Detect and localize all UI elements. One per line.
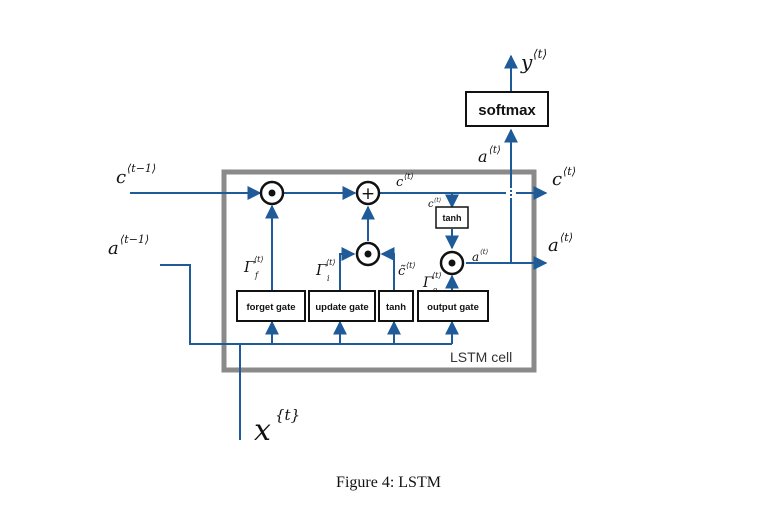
forget-gate-box: [236, 290, 306, 322]
svg-text:a: a: [478, 147, 488, 166]
c-to-tanh-label: c ⟨t⟩: [428, 197, 441, 210]
a-prev-label: a ⟨t−1⟩: [108, 233, 149, 259]
svg-text:Γ: Γ: [243, 258, 255, 276]
c-mid-label: c ⟨t⟩: [396, 172, 413, 190]
update-to-mult: [339, 247, 356, 291]
x-input-label: x {t}: [254, 406, 300, 448]
update-multiply-op: [355, 241, 381, 267]
svg-text:⟨t⟩: ⟨t⟩: [326, 258, 335, 267]
svg-text:f: f: [254, 271, 260, 280]
svg-text:c: c: [396, 175, 404, 190]
svg-text:x: x: [254, 413, 271, 448]
output-multiply-op: [439, 250, 465, 276]
y-out-label: y ⟨t⟩: [520, 47, 547, 74]
svg-text:a: a: [108, 238, 119, 259]
svg-text:⟨t⟩: ⟨t⟩: [563, 165, 576, 178]
figure-caption: Figure 4: LSTM: [336, 474, 441, 491]
lstm-cell-label: LSTM cell: [450, 349, 512, 365]
softmax-label: softmax: [478, 102, 536, 119]
tanh-candidate-label: tanh: [386, 302, 406, 313]
a-inside-label: a ⟨t⟩: [472, 248, 489, 264]
output-gate-label: output gate: [427, 302, 479, 313]
softmax-box: [465, 91, 549, 127]
gamma-o-label: Γ ⟨t⟩ o: [422, 271, 441, 294]
forget-gate-label: forget gate: [246, 302, 295, 313]
c-tilde-label: c̃ ⟨t⟩: [398, 261, 415, 279]
svg-text:⟨t⟩: ⟨t⟩: [404, 172, 413, 181]
svg-text:{t}: {t}: [275, 406, 300, 424]
tanh-candidate-box: [378, 290, 414, 322]
svg-text:⟨t⟩: ⟨t⟩: [434, 197, 441, 204]
svg-text:c̃: c̃: [398, 264, 406, 279]
tanh-out-label: tanh: [443, 213, 462, 223]
c-prev-label: c ⟨t−1⟩: [116, 162, 156, 188]
svg-text:⟨t−1⟩: ⟨t−1⟩: [127, 162, 156, 175]
svg-text:Γ: Γ: [315, 261, 327, 279]
a-softmax-label: a ⟨t⟩: [478, 145, 501, 166]
svg-text:Γ: Γ: [422, 275, 434, 291]
gamma-i-label: Γ ⟨t⟩ i: [315, 258, 335, 283]
svg-text:o: o: [433, 286, 437, 294]
svg-text:⟨t⟩: ⟨t⟩: [432, 271, 441, 280]
hidden-state-in-path: [160, 264, 452, 345]
a-out-label: a ⟨t⟩: [548, 231, 573, 256]
svg-text:⟨t⟩: ⟨t⟩: [533, 47, 547, 61]
svg-text:⟨t⟩: ⟨t⟩: [560, 231, 573, 244]
svg-text:y: y: [520, 50, 533, 74]
svg-text:c: c: [428, 199, 434, 210]
svg-text:+: +: [361, 184, 375, 204]
gamma-f-label: Γ ⟨t⟩ f: [243, 255, 263, 280]
svg-text:⟨t⟩: ⟨t⟩: [489, 145, 501, 156]
svg-text:i: i: [327, 274, 330, 283]
svg-text:c: c: [552, 169, 562, 190]
svg-text:⟨t⟩: ⟨t⟩: [480, 248, 489, 256]
cell-add-op: +: [355, 180, 381, 206]
svg-text:⟨t⟩: ⟨t⟩: [254, 255, 263, 264]
update-gate-label: update gate: [315, 302, 368, 313]
tanh-out-box: [435, 206, 469, 229]
lstm-diagram: LSTM cell +: [108, 47, 576, 448]
c-out-label: c ⟨t⟩: [552, 165, 576, 190]
svg-text:⟨t−1⟩: ⟨t−1⟩: [120, 233, 149, 246]
svg-text:c: c: [116, 167, 126, 188]
lstm-cell-frame: [221, 169, 537, 373]
forget-multiply-op: [259, 180, 285, 206]
update-gate-box: [308, 290, 376, 322]
svg-text:a: a: [472, 250, 479, 264]
tanh-to-mult: [380, 247, 395, 291]
svg-text:⟨t⟩: ⟨t⟩: [406, 261, 415, 270]
output-gate-box: [417, 290, 489, 322]
svg-text:a: a: [548, 235, 559, 256]
